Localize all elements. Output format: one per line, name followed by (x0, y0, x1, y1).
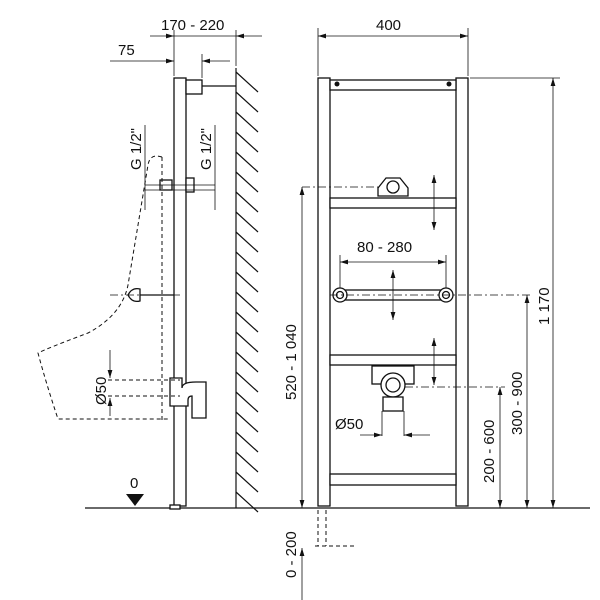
wall-offset-label: 170 - 220 (161, 17, 224, 34)
floor-level-marker: 0 (126, 475, 144, 506)
drain-height-label: 200 - 600 (481, 420, 498, 483)
supply-thread-right-label: G 1/2" (198, 128, 215, 170)
frame-width-label: 400 (376, 17, 401, 34)
drain-diameter-side-label: Ø50 (93, 377, 110, 405)
urinal-outline (37, 155, 180, 420)
floor-level-label: 0 (130, 475, 138, 492)
dimension-lines (107, 28, 560, 600)
drain-diameter-front-label: Ø50 (335, 416, 363, 433)
supply-thread-left-label: G 1/2" (128, 128, 145, 170)
bracket-height-label: 300 - 900 (509, 372, 526, 435)
supply-height-label: 520 - 1 040 (283, 324, 300, 400)
frame-height-label: 1 170 (536, 287, 553, 325)
foot-adjustment-label: 0 - 200 (283, 531, 300, 578)
bracket-spacing-label: 80 - 280 (357, 239, 412, 256)
side-view-frame (110, 77, 236, 510)
wall-hatching (235, 68, 259, 513)
flush-depth-label: 75 (118, 42, 135, 59)
